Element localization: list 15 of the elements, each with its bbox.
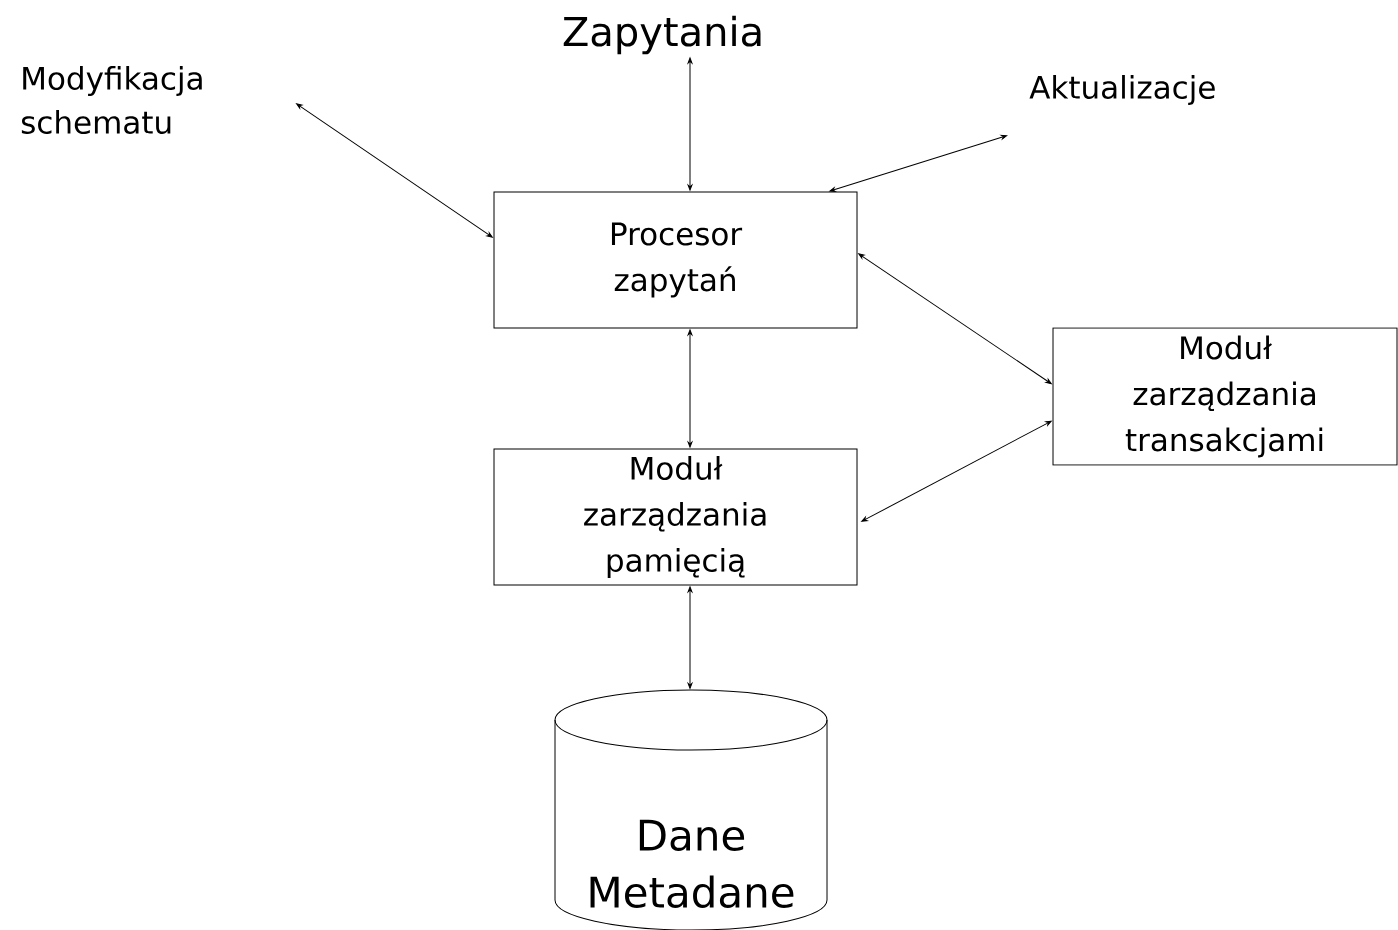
arrow (829, 134, 1008, 192)
arrow (861, 420, 1052, 522)
process-box: Procesor zapytań (493, 191, 858, 329)
arrow (687, 586, 693, 689)
input-label: Aktualizacje (1029, 75, 1215, 105)
input-label: Modyfikacja schematu (21, 66, 202, 134)
node-label: Dane Metadane (590, 819, 794, 909)
arrow (858, 253, 1052, 385)
database-cylinder: Dane Metadane (554, 689, 828, 930)
heading-text: Zapytania (563, 15, 761, 55)
arrow (687, 57, 693, 191)
process-box: Moduł zarządzania pamięcią (493, 448, 858, 586)
arrow (687, 329, 693, 448)
process-box: Moduł zarządzania transakcjami (1052, 327, 1398, 466)
arrow (296, 103, 493, 238)
